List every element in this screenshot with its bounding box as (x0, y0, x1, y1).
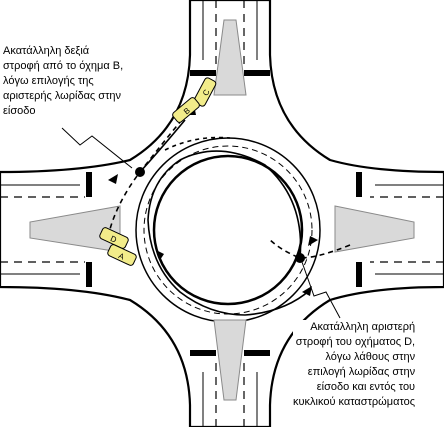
vehicle-b: B (172, 97, 200, 123)
central-island (152, 154, 304, 306)
callout-leaders (61, 127, 341, 319)
vehicle-d: D (99, 227, 129, 249)
yield-lines (86, 70, 362, 356)
conflict-point-d (295, 253, 305, 263)
leader-callout-2 (301, 261, 341, 319)
path-vehicle-d-loop (147, 150, 311, 316)
path-vehicle-d (267, 237, 351, 259)
splitter-island-east (334, 205, 415, 253)
path-vehicle-b-exit (139, 119, 186, 173)
leader-callout-1 (61, 127, 133, 169)
vehicle-label-b: B (182, 106, 192, 116)
path-circulating (164, 136, 231, 151)
splitter-island-north (213, 19, 247, 96)
vehicle-label-d: D (109, 234, 118, 245)
conflict-point-b (135, 167, 145, 177)
vehicle-a: A (107, 244, 137, 266)
splitter-island-south (213, 319, 247, 401)
splitter-islands (29, 19, 415, 401)
vehicle-label-c: C (201, 88, 212, 98)
vehicle-label-a: A (117, 251, 126, 262)
callout-vehicle-b: Ακατάλληλη δεξιά στροφή από το όχημα Β, … (3, 44, 124, 119)
vehicles: C B D A (99, 77, 217, 266)
callout-vehicle-d: Ακατάλληλη αριστερή στροφή του οχήματος … (293, 320, 416, 410)
